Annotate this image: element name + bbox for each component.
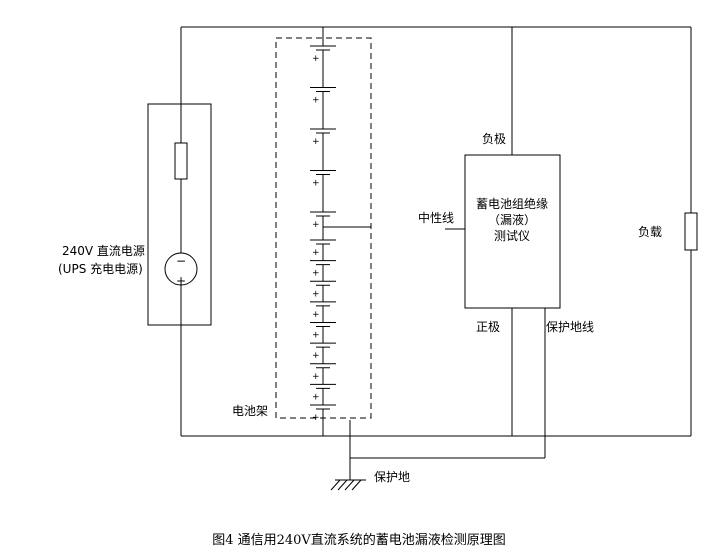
battery-cell-5-plus: +: [312, 248, 320, 258]
ground-label: 保护地: [374, 470, 410, 484]
battery-cell-3-plus: +: [312, 179, 320, 189]
battery-cells: + + + + + + + + + + + + + +: [310, 39, 336, 423]
insulation-tester: 蓄电池组绝缘 （漏液） 测试仪 负极 正极 中性线 保护地线: [418, 27, 594, 458]
battery-cell-13-plus: +: [312, 413, 320, 423]
protective-ground: 保护地: [330, 420, 545, 491]
dc-source-minus: −: [176, 254, 186, 268]
battery-cell-7-plus: +: [312, 289, 320, 299]
battery-cell-6-plus: +: [312, 269, 320, 279]
tester-negative-label: 负极: [482, 132, 506, 146]
ground-hatch-4: [351, 479, 362, 491]
figure-caption: 图4 通信用240V直流系统的蓄电池漏液检测原理图: [212, 533, 506, 548]
tester-neutral-label: 中性线: [418, 210, 454, 225]
battery-cell-12-plus: +: [312, 392, 320, 402]
load-resistor: [684, 212, 698, 251]
ground-hatch-1: [330, 479, 341, 491]
battery-cell-0-plus: +: [312, 54, 320, 64]
load: 负载: [638, 27, 698, 436]
power-source-box: [147, 103, 212, 326]
tester-title-line1: 蓄电池组绝缘: [476, 196, 548, 211]
power-source: − + 240V 直流电源 (UPS 充电电源): [58, 27, 212, 436]
power-source-resistor: [174, 142, 188, 180]
tester-positive-label: 正极: [476, 320, 500, 334]
battery-cell-10-plus: +: [312, 351, 320, 361]
dc-source-plus: +: [176, 274, 186, 288]
battery-cell-1-plus: +: [312, 96, 320, 106]
tester-title-line2: （漏液）: [488, 212, 536, 227]
power-source-label-line1: 240V 直流电源: [62, 244, 145, 258]
ground-hatch-2: [337, 479, 348, 491]
battery-cell-8-plus: +: [312, 310, 320, 320]
battery-cell-4-plus: +: [312, 220, 320, 230]
tester-pe-label: 保护地线: [546, 320, 594, 334]
battery-rack: + + + + + + + + + + + + + + 电池架: [232, 27, 372, 436]
power-source-label-line2: (UPS 充电电源): [58, 261, 143, 276]
ground-hatch-3: [344, 479, 355, 491]
battery-cell-9-plus: +: [312, 331, 320, 341]
tester-title-line3: 测试仪: [494, 228, 530, 243]
load-label: 负载: [638, 225, 662, 239]
battery-cell-2-plus: +: [312, 137, 320, 147]
battery-cell-11-plus: +: [312, 372, 320, 382]
battery-rack-label: 电池架: [232, 404, 268, 418]
